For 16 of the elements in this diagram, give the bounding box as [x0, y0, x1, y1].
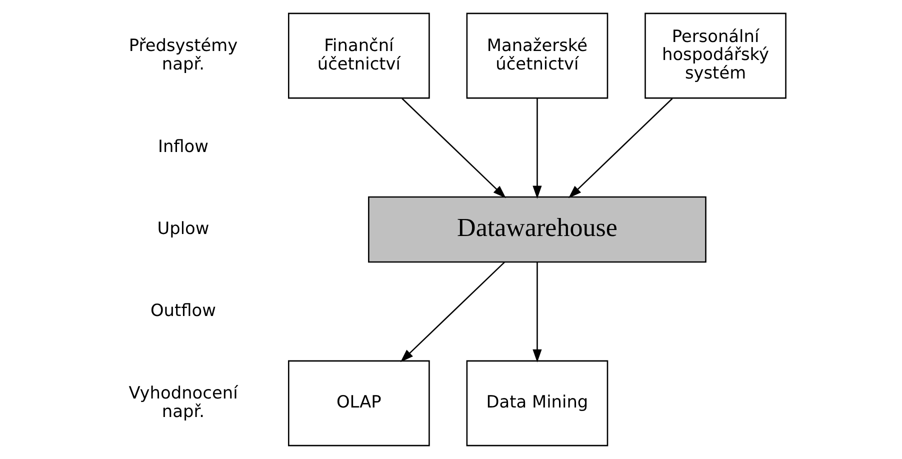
node-box: Data Mining	[466, 360, 608, 446]
arrow	[532, 262, 542, 362]
arrow	[402, 98, 506, 198]
node-box: Datawarehouse	[368, 196, 706, 263]
label: Předsystémy např.	[128, 35, 238, 74]
node-box: Finanční účetnictví	[288, 12, 430, 99]
node-box: OLAP	[288, 360, 430, 446]
node-box: Manažerské účetnictví	[466, 12, 608, 99]
node-box: Personální hospodářský systém	[644, 12, 786, 99]
label: Vyhodnocení např.	[128, 382, 238, 421]
arrow	[400, 262, 505, 362]
arrow	[532, 98, 542, 199]
arrow	[568, 98, 673, 198]
label: Inflow	[158, 136, 208, 156]
label: Outflow	[150, 300, 216, 320]
label: Uplow	[157, 218, 210, 238]
